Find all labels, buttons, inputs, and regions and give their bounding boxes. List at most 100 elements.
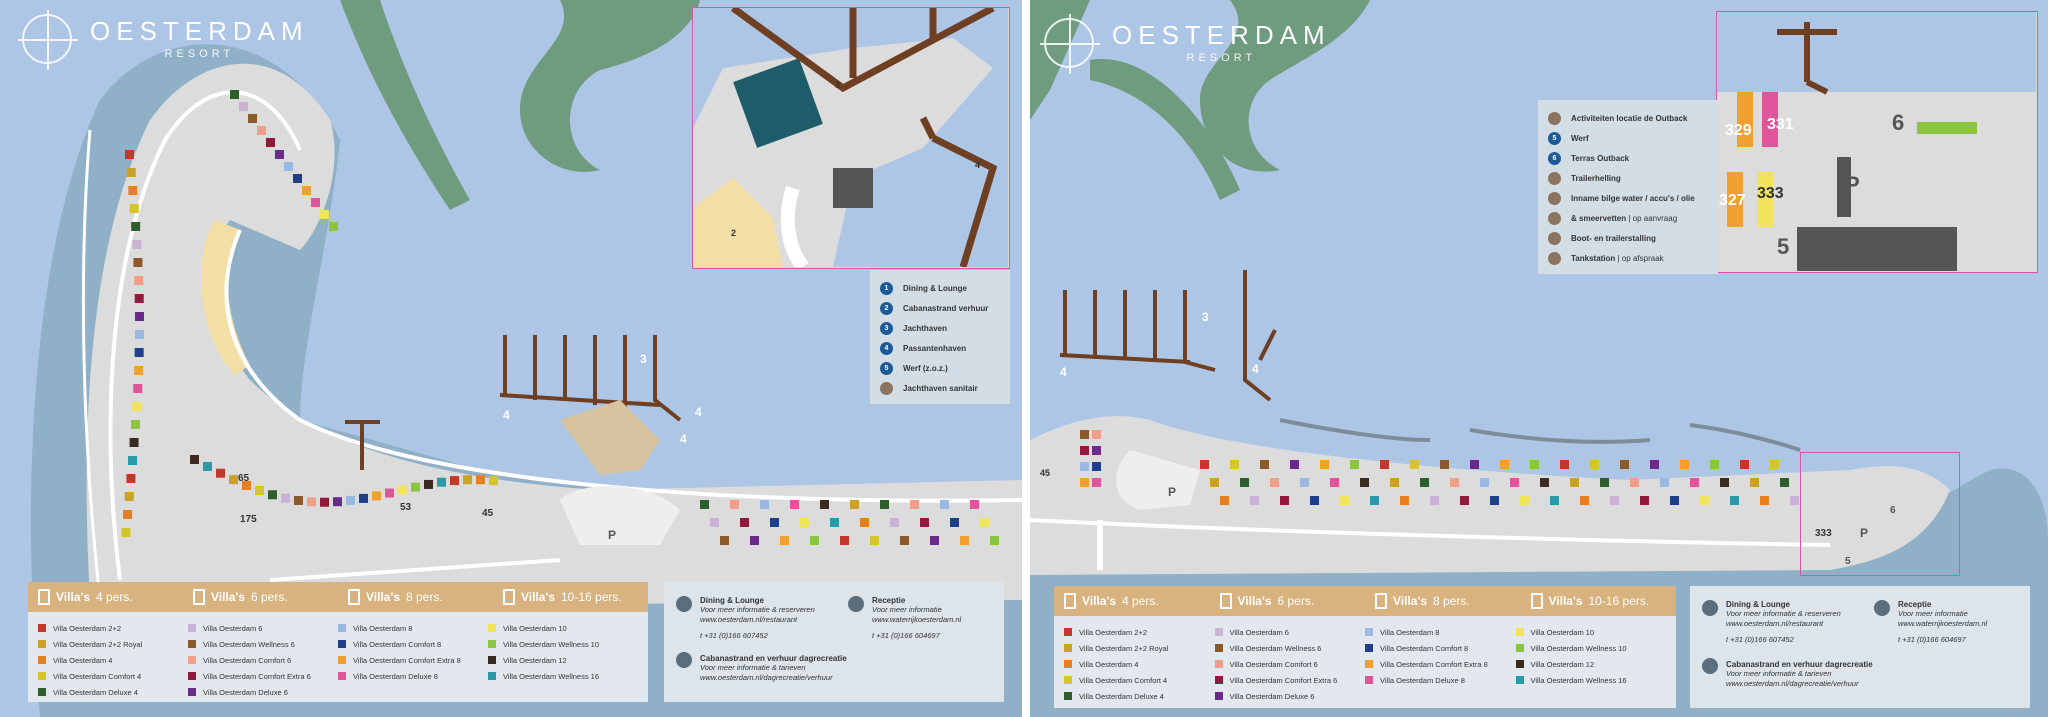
legend-label: Villa Oesterdam 2+2 Royal [53, 639, 143, 649]
legend-item: Villa Oesterdam 8 [1365, 624, 1516, 640]
legend-label: Villa Oesterdam Comfort 8 [353, 639, 442, 649]
villa-marker [1220, 496, 1229, 505]
legend-label: Villa Oesterdam 12 [1530, 659, 1595, 669]
document-icon [503, 589, 515, 605]
legend-header: Villa's 4 pers. Villa's 6 pers. Villa's … [28, 582, 648, 612]
legend-item: Villa Oesterdam Deluxe 4 [38, 684, 188, 700]
villa-marker [890, 518, 899, 527]
legend-item: Villa Oesterdam 2+2 Royal [38, 636, 188, 652]
legend-item: Villa Oesterdam Comfort 8 [338, 636, 488, 652]
villa-marker [1660, 478, 1669, 487]
villa-marker [1360, 478, 1369, 487]
villa-marker [1440, 460, 1449, 469]
dining-icon [1702, 600, 1718, 616]
panel-divider [1022, 0, 1030, 717]
villa-marker [1240, 478, 1249, 487]
villa-marker [133, 258, 143, 267]
map-label-3: 3 [1202, 310, 1209, 324]
villa-marker [128, 186, 138, 195]
villa-marker [320, 497, 329, 507]
villa-marker [1430, 496, 1439, 505]
villa-marker [1210, 478, 1219, 487]
info-reception-phone: t +31 (0)166 604697 [872, 631, 940, 640]
document-icon [1219, 593, 1232, 609]
villa-marker [780, 536, 789, 545]
villa-marker [121, 528, 131, 537]
villa-marker [1570, 478, 1579, 487]
legend-item: Villa Oesterdam Comfort Extra 8 [338, 652, 488, 668]
legend-cat-10: Villa's 10-16 pers. [1521, 593, 1677, 609]
legend-swatch [1365, 660, 1373, 668]
brand-name: OESTERDAM [90, 16, 309, 46]
document-icon [193, 589, 205, 605]
legend-item: Villa Oesterdam Comfort 6 [1214, 656, 1366, 672]
villa-marker [920, 518, 929, 527]
cabana-icon [676, 652, 692, 668]
villa-marker [900, 536, 909, 545]
legend-swatch [188, 624, 196, 632]
info-box: Dining & Lounge Voor meer informatie & r… [1690, 586, 2030, 708]
villa-marker [1080, 446, 1089, 455]
villa-marker [1480, 478, 1489, 487]
villa-marker [1670, 496, 1679, 505]
legend-cat-4: Villa's 4 pers. [28, 589, 183, 605]
villa-marker [1370, 496, 1379, 505]
key-label: Activiteiten locatie de Outback [1571, 114, 1687, 123]
legend-item: Villa Oesterdam 12 [488, 652, 638, 668]
villa-marker [311, 198, 320, 207]
map-label-333: 333 [1815, 528, 1832, 539]
key-marker-icon [1548, 191, 1561, 205]
villa-marker [1330, 478, 1339, 487]
villa-marker [730, 500, 739, 509]
villa-marker [960, 536, 969, 545]
villa-marker [450, 476, 459, 486]
key-marker-icon [1548, 251, 1561, 265]
villa-marker [133, 384, 143, 393]
legend-label: Villa Oesterdam Wellness 6 [203, 639, 295, 649]
villa-marker [1500, 460, 1509, 469]
villa-marker [124, 492, 134, 501]
legend-label: Villa Oesterdam Deluxe 6 [1229, 691, 1315, 701]
villa-marker [1380, 460, 1389, 469]
villa-marker [1080, 462, 1089, 471]
legend-label: Villa Oesterdam Wellness 10 [1530, 643, 1627, 653]
inset-drawing [693, 4, 1008, 272]
brand-subtitle: RESORT [1186, 52, 1257, 64]
villa-marker [720, 536, 729, 545]
villa-marker [134, 366, 144, 375]
villa-marker [1680, 460, 1689, 469]
map-label-parking: P [1168, 485, 1177, 499]
legend-swatch [1214, 644, 1223, 652]
villa-marker [1620, 460, 1629, 469]
document-icon [1064, 593, 1076, 609]
legend-cat-8: Villa's 8 pers. [1365, 593, 1521, 609]
villa-marker [190, 455, 199, 464]
villa-marker [1300, 478, 1309, 487]
werf-inset-drawing [1717, 12, 2036, 271]
villa-marker [302, 186, 311, 195]
legend-label: Villa Oesterdam Comfort Extra 6 [203, 671, 311, 681]
villa-marker [1320, 460, 1329, 469]
map-label-4: 4 [1252, 362, 1259, 376]
villa-marker [1092, 430, 1101, 439]
villa-marker [128, 456, 138, 465]
villa-marker [1750, 478, 1759, 487]
key-marker-icon [1548, 211, 1561, 225]
reception-icon [848, 596, 864, 612]
legend-swatch [1064, 660, 1072, 668]
map-label-parking: P [608, 528, 617, 542]
legend-label: Villa Oesterdam 10 [503, 623, 567, 633]
villa-marker [131, 222, 141, 231]
villa-marker [1092, 478, 1101, 487]
key-label: & smeervetten | op aanvraag [1571, 214, 1677, 223]
legend-swatch [38, 672, 46, 680]
brand-name: OESTERDAM [1112, 20, 1331, 50]
info-cabana-title: Cabanastrand en verhuur dagrecreatie [1726, 660, 1873, 669]
document-icon [1530, 593, 1543, 609]
legend-swatch [488, 672, 496, 680]
villa-marker [275, 150, 284, 159]
